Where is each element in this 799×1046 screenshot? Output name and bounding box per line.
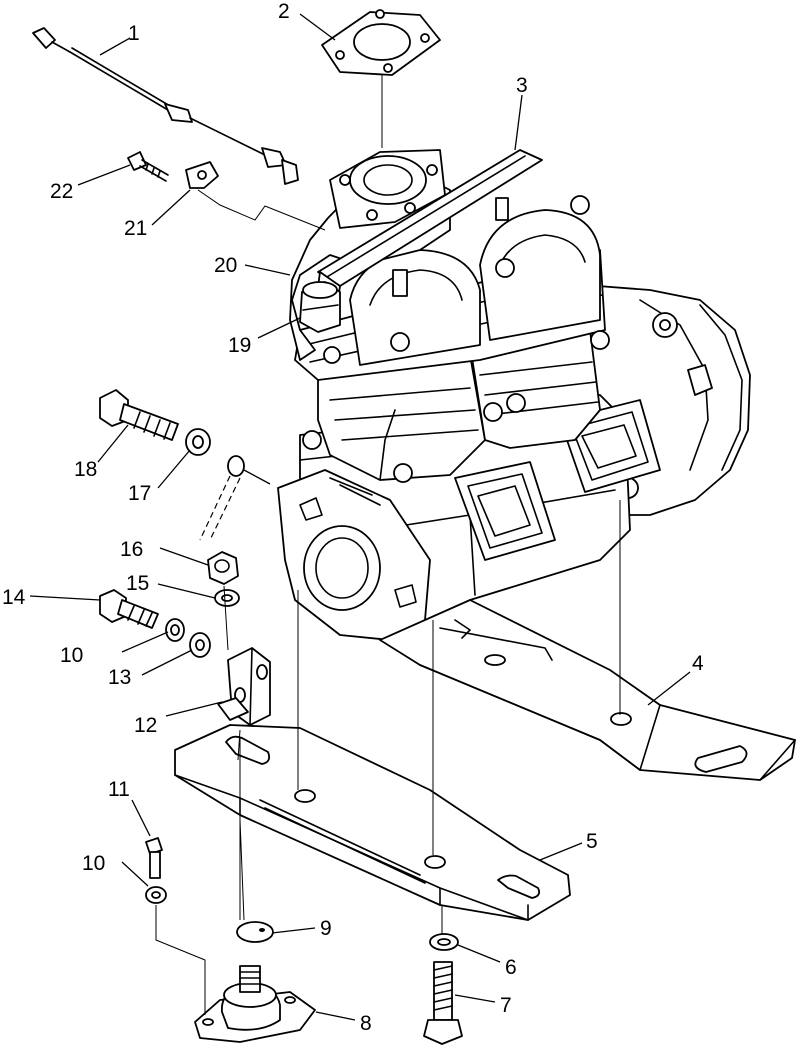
washer-10-lower (145, 886, 167, 904)
callout-12: 12 (134, 714, 157, 737)
callout-14: 14 (2, 586, 26, 609)
callout-10-lower: 10 (82, 852, 105, 875)
callout-20: 20 (214, 254, 237, 277)
mount-plate-4 (379, 599, 796, 781)
bracket-12 (217, 647, 271, 726)
alignment-lines (155, 75, 621, 1015)
callout-1: 1 (128, 22, 140, 45)
callout-8: 8 (360, 1012, 372, 1035)
washer-6 (429, 933, 459, 951)
ground-strap (199, 455, 271, 541)
exhaust-gasket-2 (321, 9, 441, 76)
washer-13 (189, 632, 211, 658)
clamp-21 (185, 161, 219, 189)
washer-17 (185, 428, 211, 456)
callout-16: 16 (120, 538, 143, 561)
screw-22 (127, 151, 169, 182)
callout-labels: 1 2 3 4 5 6 7 8 9 10 10 11 12 13 14 15 1… (2, 0, 704, 1035)
callout-13: 13 (108, 666, 131, 689)
cylinders (294, 195, 610, 483)
washer-10-upper (165, 618, 185, 642)
bolt-18 (99, 389, 179, 441)
bolt-14 (99, 589, 159, 629)
callout-2: 2 (278, 0, 290, 23)
sensor-cable-1 (32, 27, 299, 185)
mount-plate-5 (174, 724, 571, 921)
callout-17: 17 (128, 482, 151, 505)
callout-18: 18 (74, 458, 97, 481)
callout-19: 19 (228, 334, 251, 357)
callout-15: 15 (126, 572, 149, 595)
callout-10-upper: 10 (60, 644, 83, 667)
callout-3: 3 (516, 74, 528, 97)
bolt-7 (423, 961, 463, 1045)
spacer-9 (236, 921, 274, 943)
callout-6: 6 (505, 956, 517, 979)
rubber-mount-8 (194, 965, 316, 1043)
leader-lines (29, 13, 691, 1021)
callout-21: 21 (124, 217, 147, 240)
temperature-sensor (299, 281, 341, 333)
callout-5: 5 (586, 830, 598, 853)
callout-4: 4 (692, 652, 704, 675)
nut-16 (207, 551, 239, 585)
callout-9: 9 (320, 917, 332, 940)
callout-22: 22 (50, 180, 73, 203)
washer-15 (214, 589, 240, 607)
bolt-11 (145, 837, 163, 879)
callout-11: 11 (108, 778, 130, 801)
callout-7: 7 (500, 994, 512, 1017)
